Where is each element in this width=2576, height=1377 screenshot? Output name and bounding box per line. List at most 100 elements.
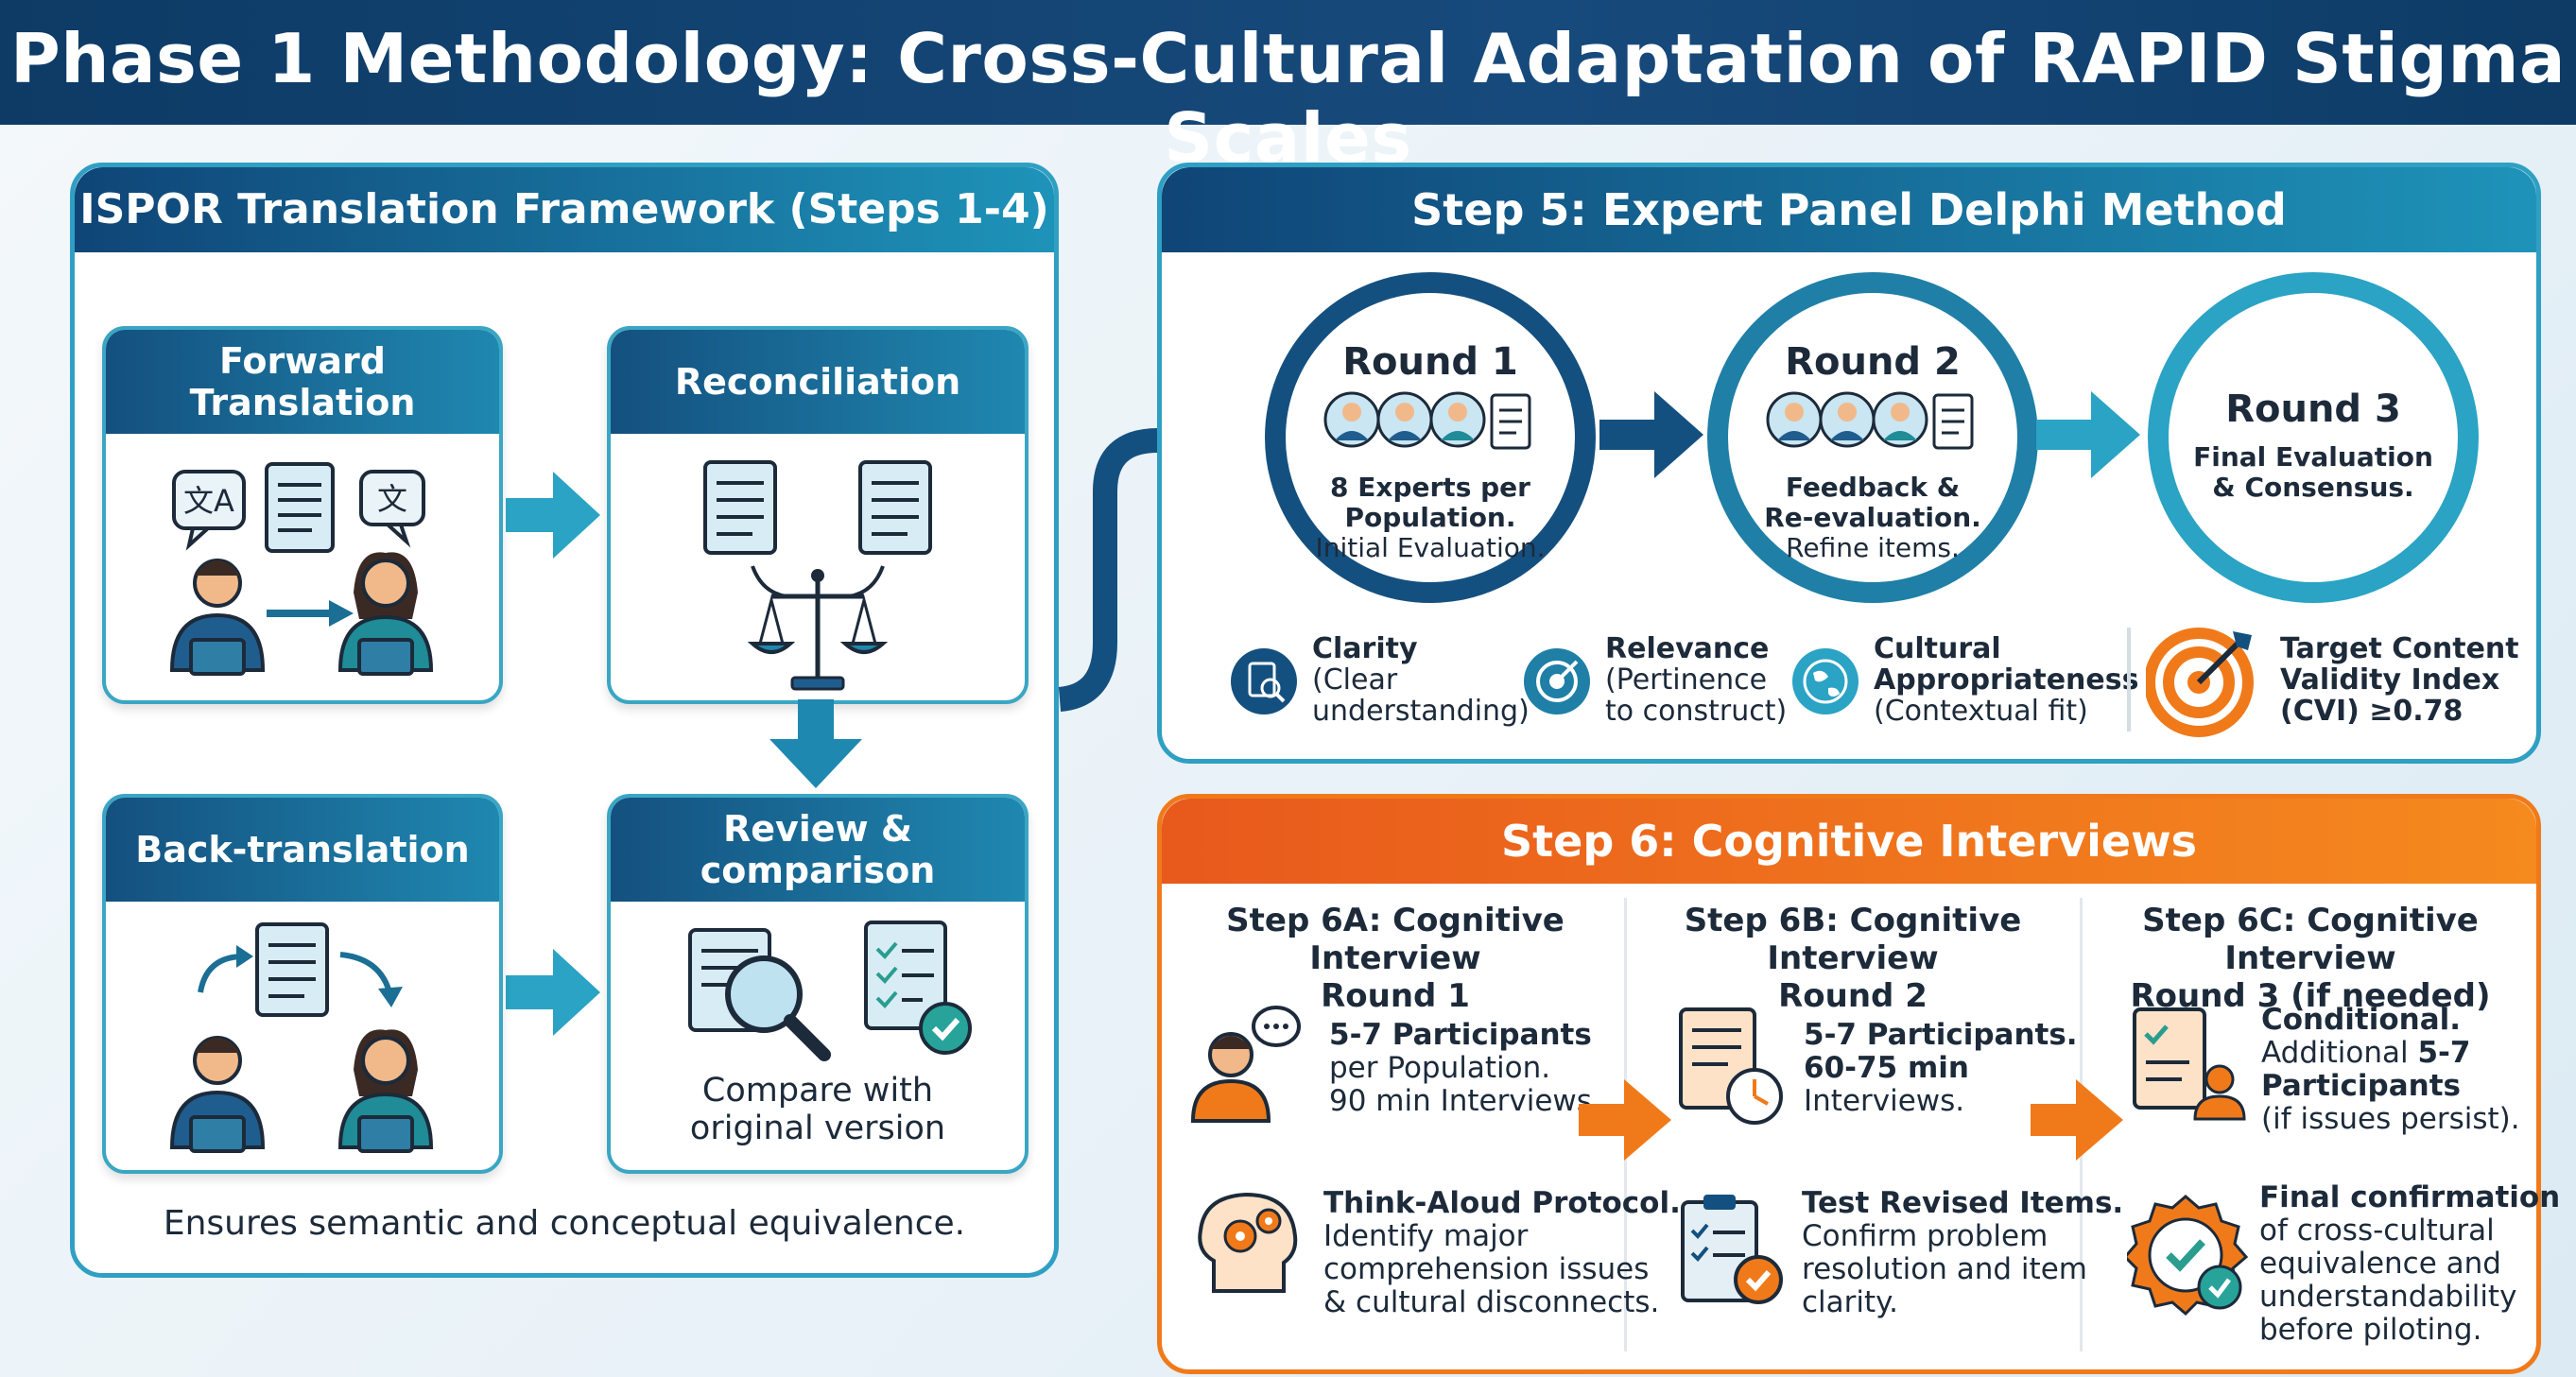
round-2-bold-1: Feedback & <box>1785 472 1961 503</box>
arrow-right-icon <box>2031 1079 2123 1161</box>
criterion-clarity: Clarity (Clear understanding) <box>1312 633 1530 727</box>
step-6c-item2-l2: of cross-cultural <box>2259 1213 2495 1248</box>
document-clock-icon <box>1679 1007 1783 1125</box>
step-6c-item2-l4: understandability <box>2259 1280 2517 1314</box>
clipboard-check-icon <box>1681 1195 1783 1304</box>
step-6c-item1-l4: (if issues persist). <box>2261 1102 2520 1136</box>
step-6a-item2-l3: comprehension issues <box>1323 1252 1650 1286</box>
cultural-name-1: Cultural <box>1874 632 2001 665</box>
cvi-line-3: (CVI) ≥0.78 <box>2280 695 2464 728</box>
magnifier-icon <box>725 955 831 1061</box>
forward-translation-illustration: 文A 文 <box>169 462 434 676</box>
globe-icon <box>1792 648 1859 714</box>
clipboard-icon <box>1490 393 1531 450</box>
document-icon <box>703 460 777 555</box>
step-6c-item-1: Conditional. Additional 5-7 Participants… <box>2261 1004 2520 1136</box>
person-icon <box>337 1029 434 1153</box>
review-caption-2: original version <box>689 1110 946 1147</box>
checklist-participants-icon <box>2133 1007 2246 1121</box>
document-icon <box>265 462 335 553</box>
step-6b-title-2: Round 2 <box>1778 977 1928 1015</box>
step-6a-item2-l4: & cultural disconnects. <box>1323 1285 1660 1319</box>
step-6b-item2-l2: Confirm problem <box>1802 1219 2049 1253</box>
step-6b-item-1: 5-7 Participants. 60-75 min Interviews. <box>1804 1019 2078 1118</box>
delphi-panel-header: Step 5: Expert Panel Delphi Method <box>1162 167 2536 252</box>
step-6c-item1-bold: Conditional. <box>2261 1003 2462 1037</box>
back-translation-header: Back-translation <box>106 798 499 902</box>
experts-group-icon <box>1323 391 1531 450</box>
step-6a-item1-bold: 5-7 Participants <box>1329 1018 1592 1052</box>
step-6a-title-2: Round 1 <box>1321 977 1470 1015</box>
step-6a-item-2: Think-Aloud Protocol. Identify major com… <box>1323 1187 1681 1319</box>
round-2-normal: Refine items. <box>1786 532 1960 563</box>
review-comparison-header: Review & comparison <box>611 798 1025 902</box>
criterion-cultural: Cultural Appropriateness (Contextual fit… <box>1874 633 2138 727</box>
document-icon <box>255 922 329 1017</box>
round-3-circle: Round 3 Final Evaluation & Consensus. <box>2148 272 2479 603</box>
brain-gears-icon <box>1198 1192 1298 1293</box>
cvi-target: Target Content Validity Index (CVI) ≥0.7… <box>2280 633 2519 727</box>
review-comparison-card: Review & comparison Compare with origina… <box>607 794 1029 1174</box>
cognitive-heading: Step 6: Cognitive Interviews <box>1501 816 2197 867</box>
clarity-icon <box>1231 648 1297 714</box>
divider <box>2127 628 2131 732</box>
round-3-text: Final Evaluation & Consensus. <box>2169 442 2458 503</box>
arrow-right-icon <box>1599 391 1703 478</box>
arrow-right-icon <box>2036 391 2140 478</box>
step-6c-item-2: Final confirmation of cross-cultural equ… <box>2259 1181 2560 1347</box>
back-translation-label: Back-translation <box>135 829 470 870</box>
relevance-desc-2: to construct) <box>1605 695 1788 728</box>
reconciliation-label: Reconciliation <box>674 361 961 403</box>
review-caption: Compare with original version <box>611 1072 1025 1147</box>
person-icon <box>337 552 434 676</box>
svg-text:文A: 文A <box>183 483 234 519</box>
balance-scale-icon <box>747 569 889 691</box>
step-6c-item2-l5: before piloting. <box>2259 1313 2482 1347</box>
step-6b-item2-l3: resolution and item <box>1802 1252 2087 1286</box>
forward-label-2: Translation <box>189 382 416 423</box>
step-6a-item1-l2: per Population. <box>1329 1051 1551 1085</box>
target-icon <box>1524 648 1590 714</box>
clarity-name: Clarity <box>1312 632 1418 665</box>
round-1-bold-1: 8 Experts per <box>1330 472 1530 503</box>
target-bullseye-icon <box>2146 628 2254 737</box>
seal-check-icon <box>2127 1195 2249 1316</box>
round-2-bold-2: Re-evaluation. <box>1764 502 1981 533</box>
arrow-right-icon <box>1579 1079 1671 1161</box>
step-6a-title-1: Step 6A: Cognitive Interview <box>1226 902 1565 977</box>
reconciliation-illustration <box>703 460 932 691</box>
cvi-line-1: Target Content <box>2280 632 2519 665</box>
step-6c-title-1: Step 6C: Cognitive Interview <box>2142 902 2479 977</box>
step-6c-item1-l2b: 5-7 <box>2417 1036 2471 1070</box>
curved-arrow-icon <box>848 565 885 598</box>
round-2-title: Round 2 <box>1785 340 1961 384</box>
round-3-title: Round 3 <box>2225 387 2401 431</box>
step-6b-item1-bold: 5-7 Participants. <box>1804 1018 2078 1052</box>
cvi-line-2: Validity Index <box>2280 663 2500 697</box>
arrow-right-icon <box>506 472 600 559</box>
review-comparison-label: Review & comparison <box>700 808 936 891</box>
arrow-right-icon <box>506 949 600 1036</box>
step-6b-item-2: Test Revised Items. Confirm problem reso… <box>1802 1187 2123 1319</box>
participant-speech-icon <box>1190 1006 1301 1123</box>
reconciliation-card: Reconciliation <box>607 326 1029 704</box>
review-illustration <box>688 921 972 1061</box>
curved-arrow-icon <box>751 565 787 598</box>
back-translation-card: Back-translation <box>102 794 503 1174</box>
step-6a-item-1: 5-7 Participants per Population. 90 min … <box>1329 1019 1601 1118</box>
step-6b-title-1: Step 6B: Cognitive Interview <box>1684 902 2022 977</box>
step-6a-item2-l2: Identify major <box>1323 1219 1529 1253</box>
step-6b-title: Step 6B: Cognitive Interview Round 2 <box>1626 902 2080 1015</box>
cognitive-panel-header: Step 6: Cognitive Interviews <box>1162 799 2536 884</box>
round-2-text: Feedback & Re-evaluation. Refine items. <box>1728 473 2017 563</box>
round-1-text: 8 Experts per Population. Initial Evalua… <box>1286 473 1575 563</box>
experts-group-icon <box>1766 391 1974 450</box>
step-6b-item2-bold: Test Revised Items. <box>1802 1186 2124 1220</box>
step-6b-item1-l3: Interviews. <box>1804 1084 1965 1118</box>
back-translation-illustration <box>169 922 434 1153</box>
ispor-heading: ISPOR Translation Framework (Steps 1-4) <box>79 185 1049 233</box>
step-6c-item2-bold: Final confirmation <box>2259 1180 2561 1214</box>
title-bar: Phase 1 Methodology: Cross-Cultural Adap… <box>0 0 2576 178</box>
